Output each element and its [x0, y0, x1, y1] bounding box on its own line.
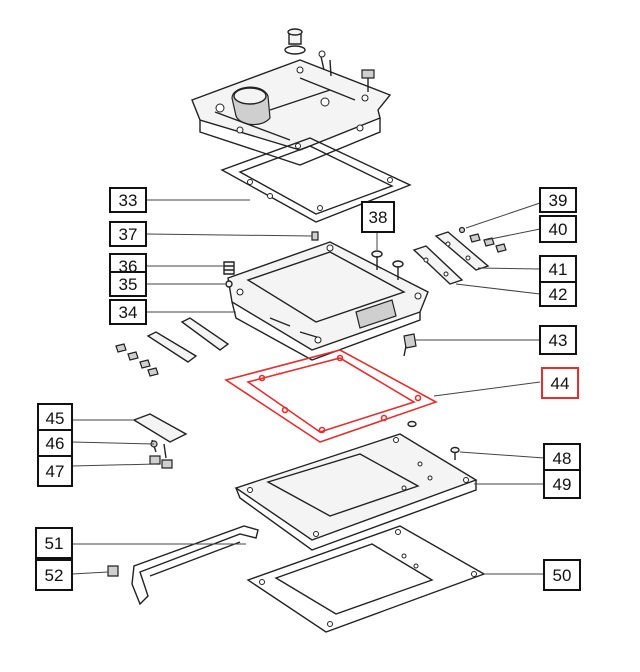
screws-38	[371, 250, 404, 280]
callout-number: 43	[549, 331, 568, 350]
callout-box-34	[109, 299, 147, 325]
callout-box-39	[539, 187, 577, 213]
callout-number: 46	[46, 434, 65, 453]
callout-number: 44	[551, 374, 570, 393]
callout-number: 37	[119, 225, 138, 244]
callout-box-43	[539, 325, 577, 355]
callout-number: 51	[45, 534, 64, 553]
bracket-45-47	[132, 413, 188, 469]
callout-40: 40	[539, 215, 577, 243]
callout-number: 40	[549, 220, 568, 239]
callout-number: 52	[45, 566, 64, 585]
callout-35: 35	[109, 271, 147, 297]
callout-box-49	[543, 469, 581, 499]
top-cover-housing	[191, 59, 392, 166]
dipstick-51	[107, 525, 259, 606]
callout-box-50	[543, 559, 581, 591]
callout-50: 50	[543, 559, 581, 591]
callout-34: 34	[109, 299, 147, 325]
callout-number: 48	[553, 449, 572, 468]
oil-pan-49	[234, 433, 478, 551]
leader-lines	[71, 199, 545, 575]
callout-box-44	[541, 367, 579, 399]
upper-gasket	[220, 137, 412, 223]
top-screws	[284, 28, 375, 92]
callout-number: 34	[119, 303, 138, 322]
callout-box-41	[539, 255, 577, 283]
callout-number: 35	[119, 275, 138, 294]
callout-number: 33	[119, 191, 138, 210]
callout-number: 38	[369, 208, 388, 227]
part-43-fitting	[403, 333, 417, 357]
callout-38: 38	[361, 201, 395, 233]
callout-box-37	[109, 221, 147, 247]
small-parts-35-37	[223, 231, 319, 288]
highlighted-gasket-44: 〰	[224, 349, 438, 443]
side-plates-left	[115, 317, 230, 377]
callout-52: 52	[35, 559, 73, 591]
callout-47: 47	[37, 455, 73, 487]
callout-box-35	[109, 271, 147, 297]
callout-43: 43	[539, 325, 577, 355]
callout-number: 42	[549, 285, 568, 304]
callout-41: 41	[539, 255, 577, 283]
callout-box-38	[361, 201, 395, 233]
side-plates-right	[412, 226, 507, 285]
callout-box-33	[109, 187, 147, 213]
callout-42: 42	[539, 281, 577, 307]
callout-number: 49	[553, 475, 572, 494]
callout-box-51	[35, 527, 73, 559]
callout-49: 49	[543, 469, 581, 499]
callout-number: 50	[553, 566, 572, 585]
callout-44: 44	[541, 367, 579, 399]
callout-number: 47	[46, 462, 65, 481]
callout-39: 39	[539, 187, 577, 213]
callout-number: 45	[46, 409, 65, 428]
callout-48: 48	[543, 443, 581, 473]
callout-number: 39	[549, 191, 568, 210]
main-body-housing	[227, 241, 429, 361]
callout-37: 37	[109, 221, 147, 247]
callout-box-40	[539, 215, 577, 243]
screw-48	[407, 420, 460, 460]
callout-33: 33	[109, 187, 147, 213]
callout-51: 51	[35, 527, 73, 559]
bottom-gasket-50	[246, 525, 486, 633]
callout-46: 46	[37, 429, 73, 457]
callout-box-46	[37, 429, 73, 457]
callout-number: 41	[549, 260, 568, 279]
callout-box-42	[539, 281, 577, 307]
svg-text:〰: 〰	[276, 371, 283, 378]
callout-box-47	[37, 455, 73, 487]
callout-box-52	[35, 559, 73, 591]
callout-45: 45	[37, 403, 73, 433]
